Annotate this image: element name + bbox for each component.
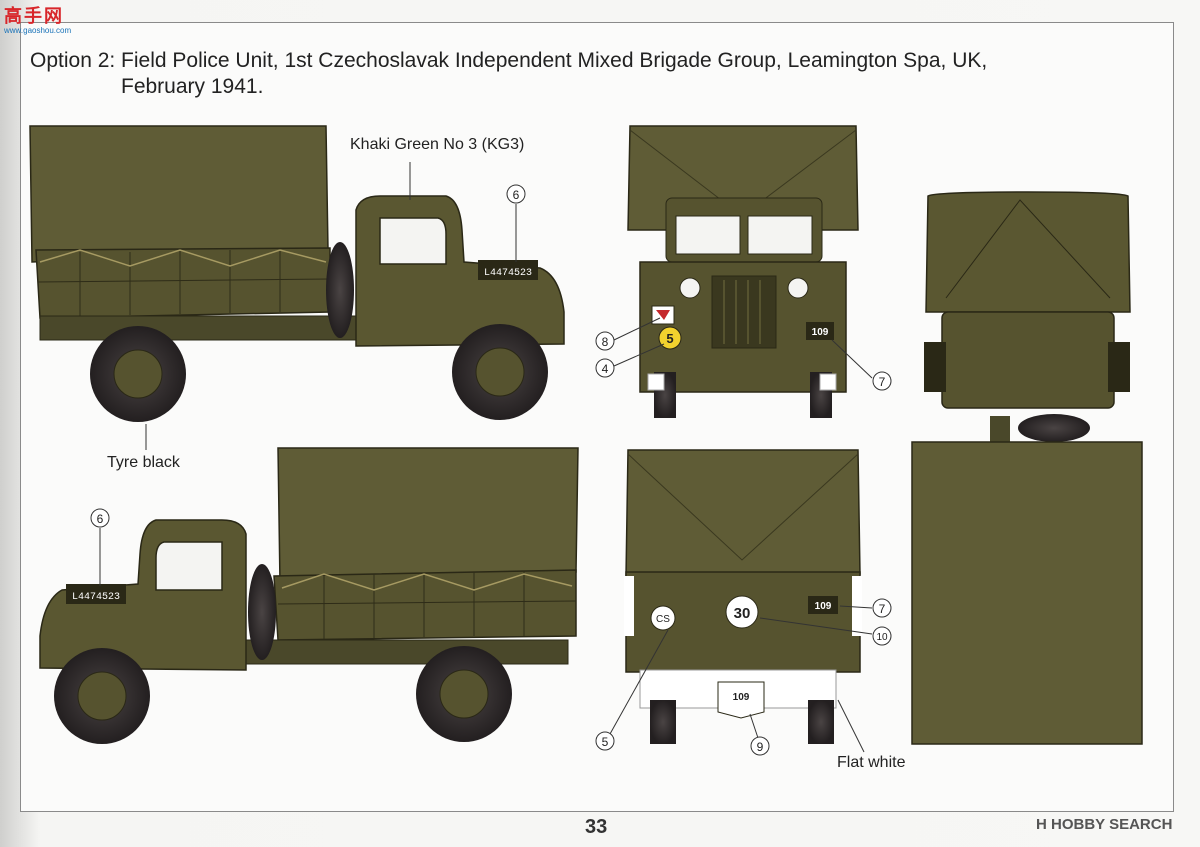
reg-number-right: L4474523 (484, 268, 532, 279)
title-line-1: Option 2: Field Police Unit, 1st Czechos… (30, 49, 988, 72)
option-title: Option 2: Field Police Unit, 1st Czechos… (30, 48, 988, 98)
callout-7-rear: 7 (879, 602, 886, 616)
watermark-top: 高手网 www.gaoshou.com (0, 0, 80, 38)
bridge-plate-rear: 30 (734, 605, 751, 622)
label-tyre-black: Tyre black (107, 454, 180, 471)
page-number: 33 (585, 816, 608, 838)
callout-8: 8 (602, 335, 609, 349)
callout-5: 5 (602, 735, 609, 749)
label-flat-white: Flat white (837, 754, 906, 771)
callout-10: 10 (876, 632, 888, 643)
callout-4: 4 (602, 362, 609, 376)
bridge-plate-front: 5 (666, 331, 673, 346)
callout-6-top: 6 (513, 188, 520, 202)
cs-plate: CS (656, 614, 670, 625)
watermark-top-text: 高手网 (4, 6, 64, 26)
watermark-top-sub: www.gaoshou.com (4, 26, 72, 35)
watermark-bottom: H HOBBY SEARCH (1036, 816, 1173, 833)
top-view (911, 191, 1143, 745)
callout-7-front: 7 (879, 375, 886, 389)
title-line-2: February 1941. (121, 75, 264, 98)
reg-number-left: L4474523 (72, 592, 120, 603)
unit-number-rear: 109 (815, 601, 832, 612)
front-view: 5 109 8 4 7 (595, 125, 892, 418)
unit-number-plate: 109 (733, 692, 750, 703)
callout-9: 9 (757, 740, 764, 754)
side-view-left: L4474523 6 (39, 447, 579, 744)
top-view-canvas (911, 441, 1143, 745)
unit-number-front: 109 (812, 327, 829, 338)
label-khaki-green: Khaki Green No 3 (KG3) (350, 136, 525, 153)
side-view-right: L4474523 6 (29, 125, 565, 450)
rear-view: CS 30 109 109 7 10 5 9 (595, 449, 892, 756)
callout-6-bottom: 6 (97, 512, 104, 526)
